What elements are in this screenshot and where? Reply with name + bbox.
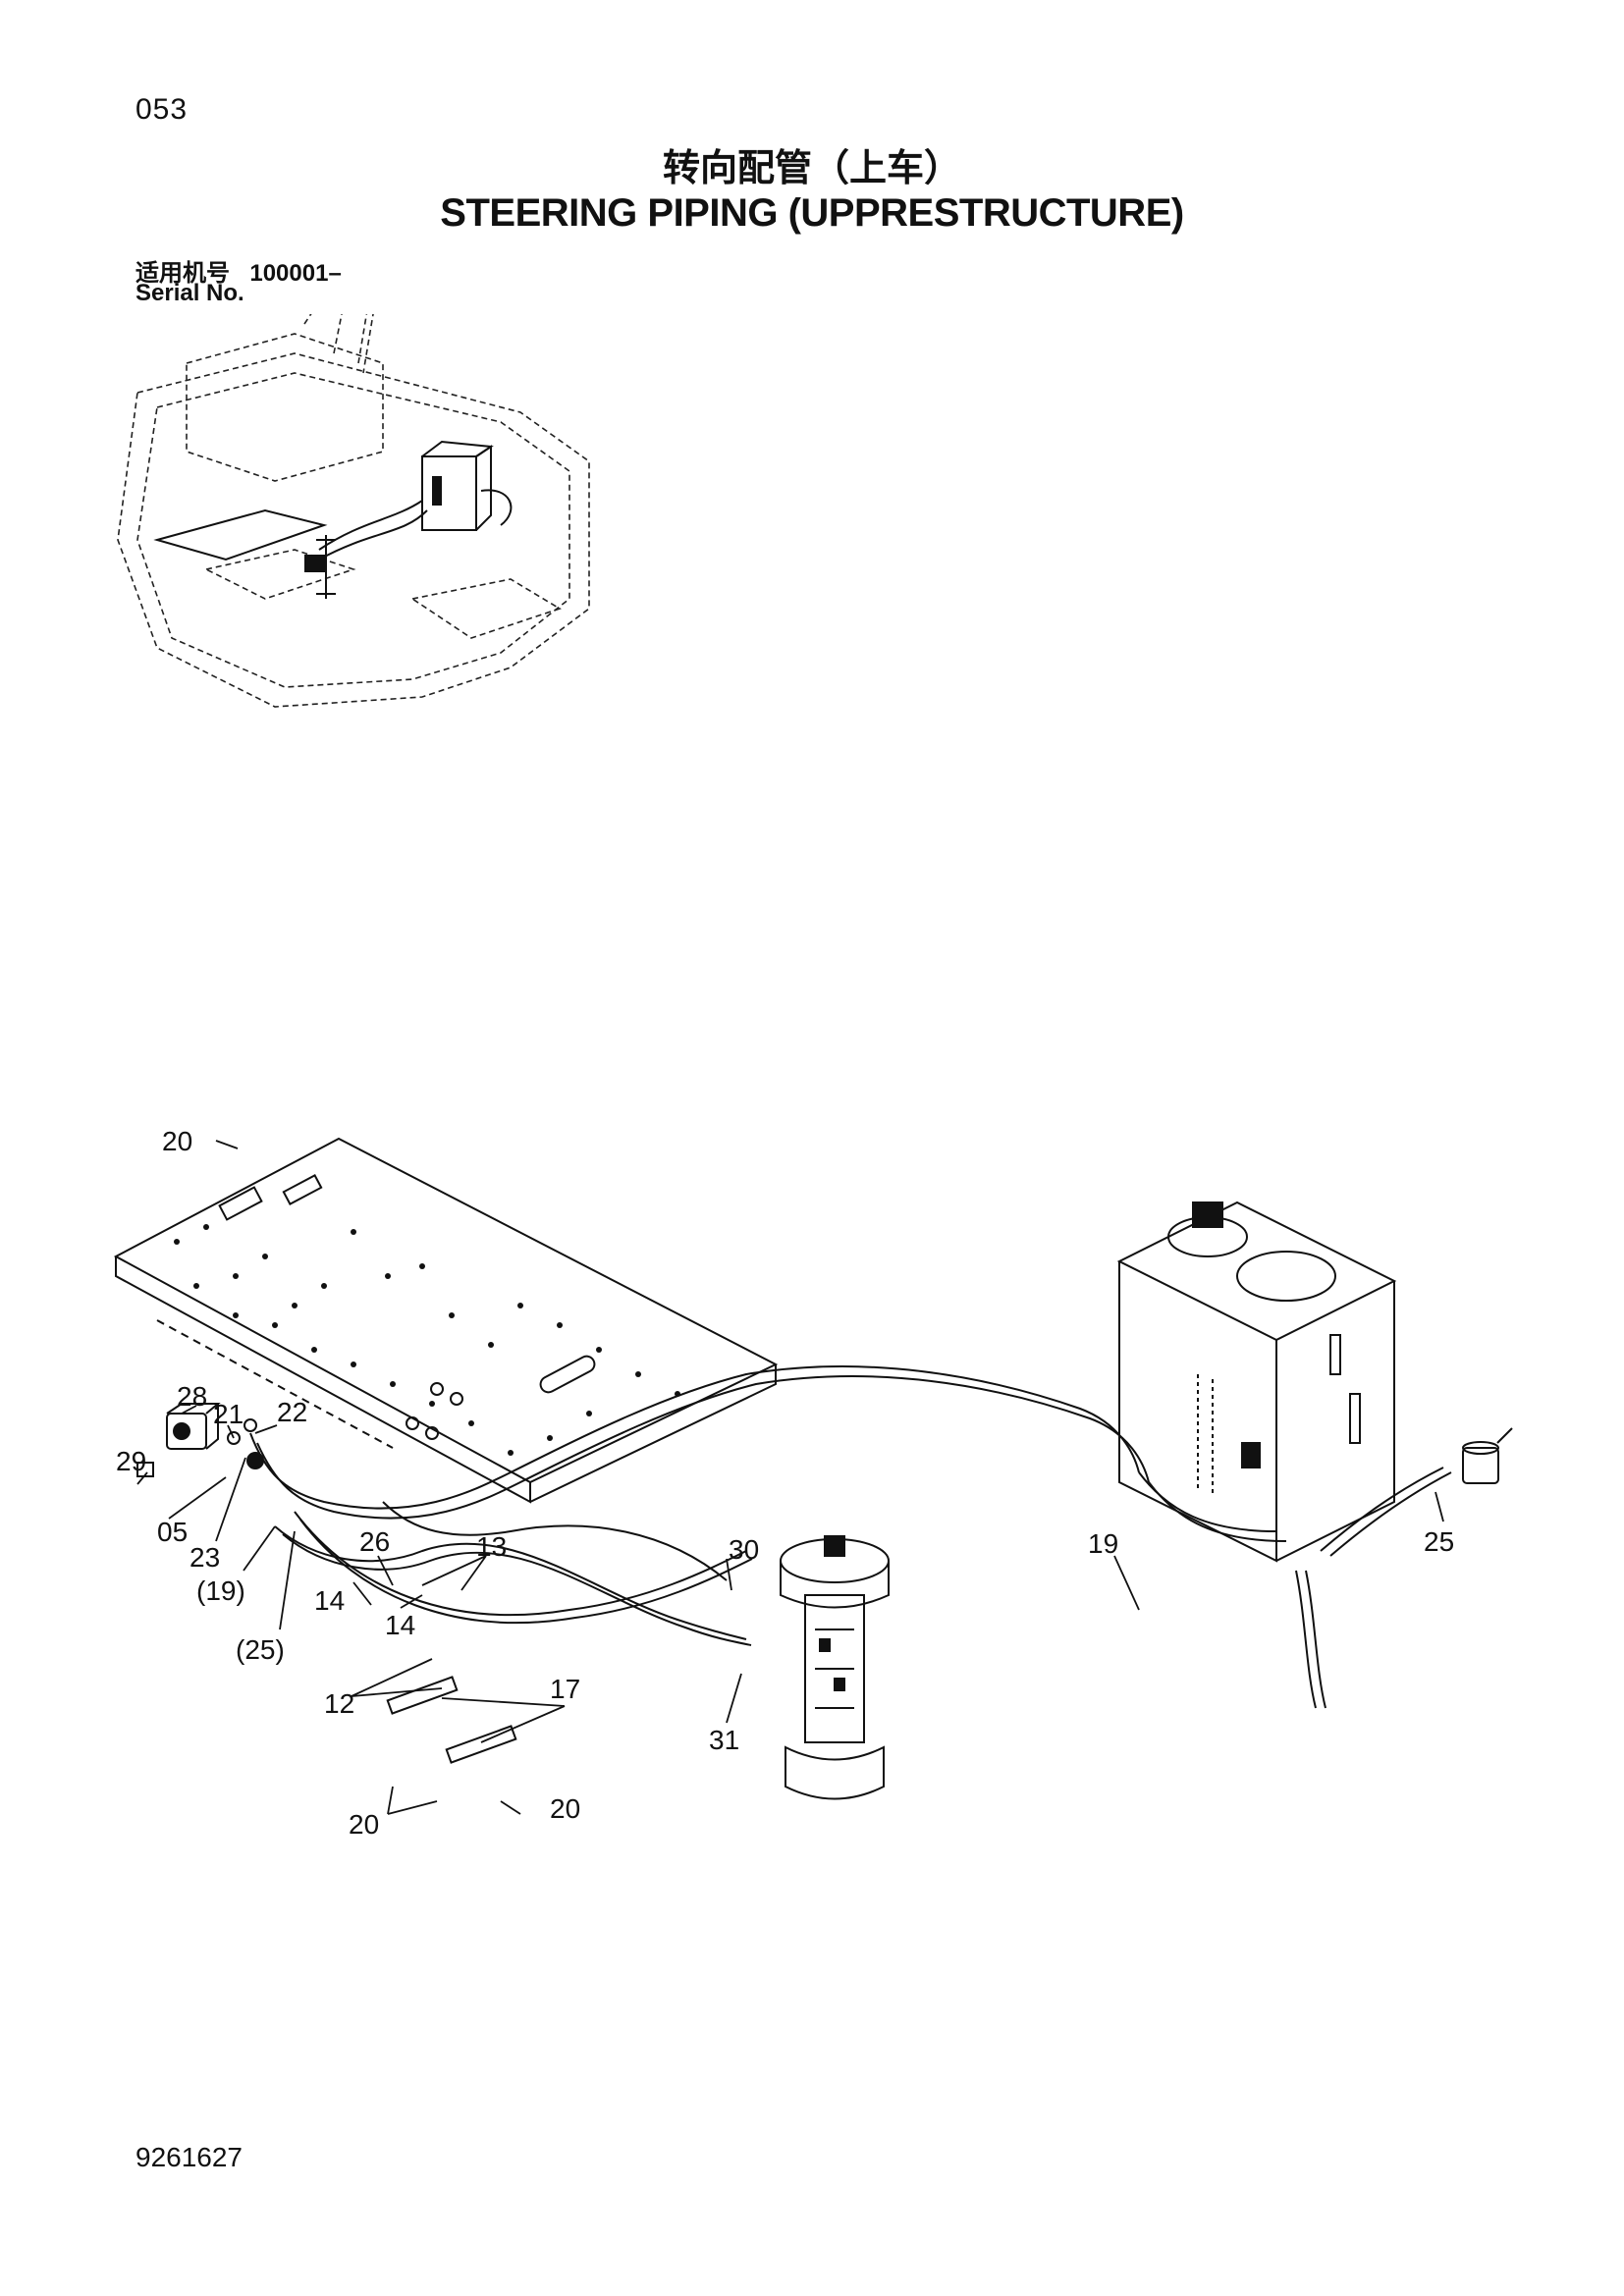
filter: [1462, 1427, 1513, 1484]
floor-plate: [113, 1137, 779, 1504]
callout-14a: 14: [314, 1585, 345, 1616]
leader-lines: [136, 1140, 1444, 1815]
serial-label-cn-text: 适用机号: [135, 259, 230, 287]
callout-12: 12: [324, 1688, 354, 1719]
callout-28: 28: [177, 1381, 207, 1412]
callout-30: 30: [729, 1534, 759, 1565]
callout-21: 21: [213, 1399, 244, 1429]
valve-block: [136, 1403, 264, 1477]
callout-31: 31: [709, 1725, 739, 1755]
callout-14b: 14: [385, 1610, 415, 1640]
callout-26: 26: [359, 1526, 390, 1557]
callout-20c: 20: [349, 1809, 379, 1840]
serial-label-chinese: 适用机号 100001–: [135, 253, 342, 288]
callout-19-ref: (19): [196, 1575, 245, 1606]
serial-label-english: Serial No.: [135, 280, 244, 306]
hydraulic-tank: [1116, 1201, 1397, 1563]
page-number: 053: [135, 93, 189, 126]
callout-13: 13: [476, 1531, 507, 1562]
swivel-joint: [780, 1535, 890, 1800]
callout-20b: 20: [550, 1793, 580, 1824]
hoses: [249, 1365, 1452, 1709]
page-title-chinese: 转向配管（上车）: [662, 146, 961, 189]
callout-25-ref: (25): [236, 1634, 285, 1665]
callout-23: 23: [189, 1542, 220, 1573]
callout-25: 25: [1424, 1526, 1454, 1557]
overview-excavator-illustration: [117, 314, 590, 708]
callout-29: 29: [116, 1446, 146, 1476]
footer-code: 9261627: [135, 2142, 244, 2172]
clamps: [386, 1676, 517, 1764]
plate-bolt-holes: [174, 1224, 680, 1456]
callout-20a: 20: [162, 1126, 192, 1156]
callout-labels: 20 28 21 22 29 05 23 (19) (25) 26 13 14 …: [116, 1126, 1454, 1840]
page-title-english: STEERING PIPING (UPPRESTRUCTURE): [440, 191, 1184, 235]
callout-17: 17: [550, 1674, 580, 1704]
callout-22: 22: [277, 1397, 307, 1427]
serial-value: 100001–: [249, 260, 342, 287]
callout-19: 19: [1088, 1528, 1118, 1559]
steering-piping-diagram: 20 28 21 22 29 05 23 (19) (25) 26 13 14 …: [113, 1126, 1513, 1840]
callout-05: 05: [157, 1517, 188, 1547]
